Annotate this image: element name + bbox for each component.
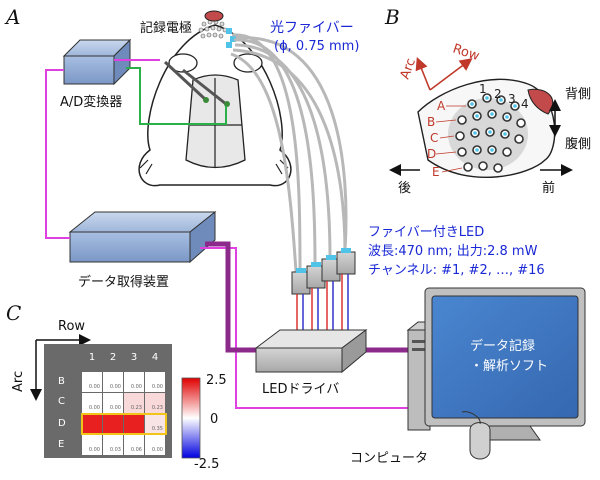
recording-electrode-label: 記録電極 — [140, 20, 192, 36]
software-label-line1: データ記録 — [470, 338, 535, 354]
heatmap-cell-value: 0.00 — [152, 384, 163, 390]
heatmap-arc-label: Arc — [11, 371, 26, 392]
arc-number-4: 4 — [521, 97, 529, 111]
heatmap-row-header-e: E — [58, 439, 64, 450]
row-letter-a: A — [437, 99, 446, 113]
heatmap-cell-value: 0.06 — [131, 447, 142, 453]
heatmap-col-header-1: 1 — [89, 352, 95, 363]
heatmap-cell — [103, 435, 123, 455]
panel-label-c: C — [6, 301, 21, 325]
row-letter-e: E — [432, 165, 440, 179]
heatmap-cell — [103, 372, 123, 392]
led-driver-label: LEDドライバ — [262, 382, 339, 397]
heatmap-cell-value: 0.00 — [110, 384, 121, 390]
heatmap-cell — [124, 372, 144, 392]
rat-drawing — [138, 10, 292, 187]
computer-label: コンピュータ — [350, 451, 428, 466]
heatmap-cell-value: 0.00 — [131, 384, 142, 390]
led-modules — [291, 248, 356, 295]
anterior-label: 前 — [542, 180, 555, 196]
fiber-diameter-label: (ϕ, 0.75 mm) — [274, 39, 359, 54]
heatmap-cell — [145, 372, 165, 392]
computer — [406, 287, 586, 460]
row-letter-b: B — [427, 115, 435, 129]
heatmap-row-header-c: C — [58, 396, 65, 407]
row-letter-d: D — [427, 147, 436, 161]
arc-number-1: 1 — [479, 82, 487, 96]
panel-label-a: A — [4, 5, 20, 29]
heatmap-cell-value: 0.00 — [89, 384, 100, 390]
colorbar-mid-label: 0 — [210, 412, 218, 427]
heatmap-cell-value: 0.00 — [110, 405, 121, 411]
arc-number-2: 2 — [494, 87, 502, 101]
led-driver-box — [254, 329, 368, 374]
heatmap-cell-value: 0.35 — [152, 426, 163, 432]
heatmap-cell — [145, 393, 165, 413]
whisker-map — [415, 57, 556, 179]
heatmap-cell — [124, 435, 144, 455]
heatmap-cell — [82, 393, 102, 413]
heatmap-cell — [82, 414, 102, 434]
heatmap-cell — [124, 414, 144, 434]
heatmap-cell-value: 0.23 — [152, 405, 163, 411]
heatmap-cell — [103, 414, 123, 434]
data-acquisition-label: データ取得装置 — [78, 274, 169, 290]
heatmap-row-header-b: B — [58, 376, 65, 387]
heatmap-cell — [103, 393, 123, 413]
posterior-label: 後 — [398, 181, 411, 196]
heatmap-cell-value: 0.03 — [110, 447, 121, 453]
arc-number-3: 3 — [508, 92, 516, 106]
heatmap-col-header-2: 2 — [110, 352, 116, 363]
ad-converter-box — [62, 38, 132, 86]
heatmap-cell-value: 0.23 — [131, 405, 142, 411]
heatmap-cell — [145, 414, 165, 434]
heatmap-col-header-4: 4 — [152, 352, 158, 363]
ventral-label: 腹側 — [565, 136, 591, 152]
heatmap-row-header-d: D — [58, 418, 66, 429]
channels-label: チャンネル: #1, #2, …, #16 — [368, 263, 545, 278]
heatmap-cell — [82, 435, 102, 455]
optical-fiber-label: 光ファイバー — [270, 20, 354, 36]
whisker-row-label: Row — [451, 42, 482, 65]
whisker-arc-label: Arc — [398, 56, 419, 81]
heatmap-cell-value: 0.00 — [89, 405, 100, 411]
heatmap-cell-value: 0.00 — [152, 447, 163, 453]
heatmap-cells: 0.00 0.00 0.00 0.00 0.00 0.00 0.23 0.23 0.35 0.00… — [82, 372, 165, 455]
data-acquisition-box — [68, 210, 217, 264]
heatmap-cell — [145, 435, 165, 455]
fiber-led-label: ファイバー付きLED — [368, 225, 484, 240]
wavelength-output-label: 波長:470 nm; 出力:2.8 mW — [368, 244, 538, 259]
heatmap-cell-value: 0.00 — [89, 447, 100, 453]
optical-fibers — [230, 33, 348, 273]
colorbar-max-label: 2.5 — [206, 373, 227, 388]
heatmap-col-header-3: 3 — [131, 352, 137, 363]
heatmap-row-label: Row — [58, 319, 85, 334]
colorbar-min-label: -2.5 — [194, 457, 219, 472]
row-letter-c: C — [430, 131, 438, 145]
software-label-line2: ・解析ソフト — [470, 359, 548, 374]
connection-lines — [45, 59, 412, 409]
ad-converter-label: A/D変換器 — [60, 94, 122, 110]
dorsal-label: 背側 — [565, 87, 591, 102]
panel-label-b: B — [384, 5, 400, 29]
heatmap-colorbar — [181, 377, 201, 459]
led-wires — [296, 274, 349, 330]
heatmap-cell — [82, 372, 102, 392]
heatmap-cell — [124, 393, 144, 413]
